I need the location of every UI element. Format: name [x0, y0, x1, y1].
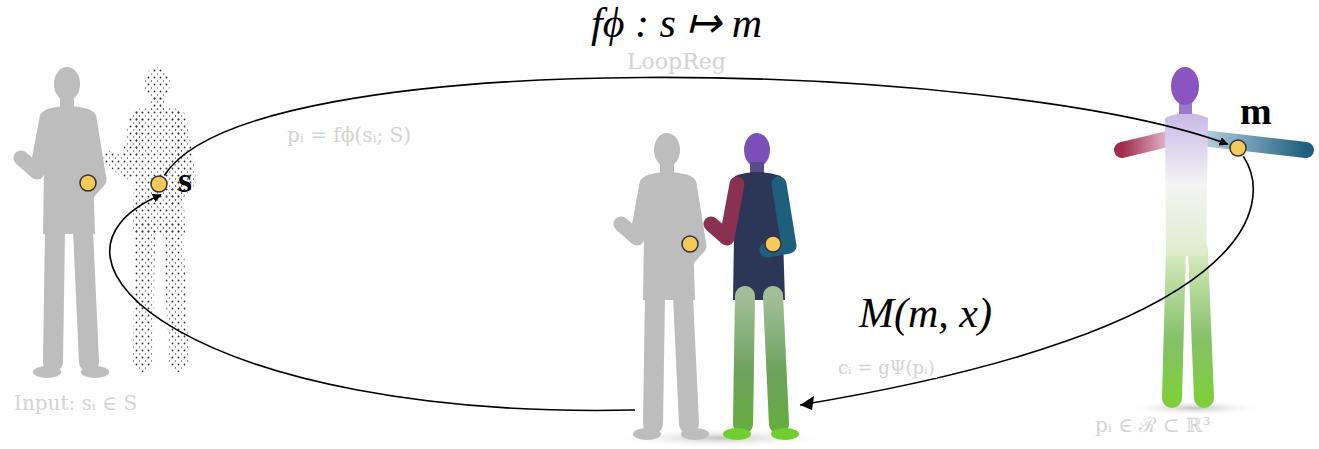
mapping-label: M(m, x) [856, 290, 995, 336]
point-m: m [1226, 92, 1276, 159]
mapping-arrow [164, 77, 1227, 175]
faint-annotation: pᵢ = fϕ(sᵢ; S) [285, 124, 413, 146]
correspondence-dot [80, 175, 96, 191]
registered-model [711, 133, 799, 440]
faint-annotation: pᵢ ∈ ℛ ⊂ ℝ³ [1093, 414, 1212, 436]
scan-figure [21, 67, 109, 378]
correspondence-dot [150, 175, 168, 193]
faint-annotation: cᵢ = gΨ(pᵢ) [836, 358, 937, 378]
point-label: m [1240, 92, 1276, 130]
correspondence-dot [765, 236, 781, 252]
correspondence-dot [682, 236, 698, 252]
correspondence-dot [1229, 139, 1247, 157]
point-label: s [178, 162, 197, 198]
point-s: s [148, 162, 197, 200]
mapping-label: fϕ : s ↦ m [588, 0, 765, 46]
mapping-arrow [110, 156, 1254, 410]
scan-figure [621, 133, 709, 440]
shadow [610, 428, 830, 448]
faint-annotation: Input: sᵢ ∈ S [12, 392, 139, 414]
point-cloud [111, 67, 189, 362]
canonical-model [1122, 67, 1306, 398]
faint-annotation: LoopReg [625, 50, 728, 74]
